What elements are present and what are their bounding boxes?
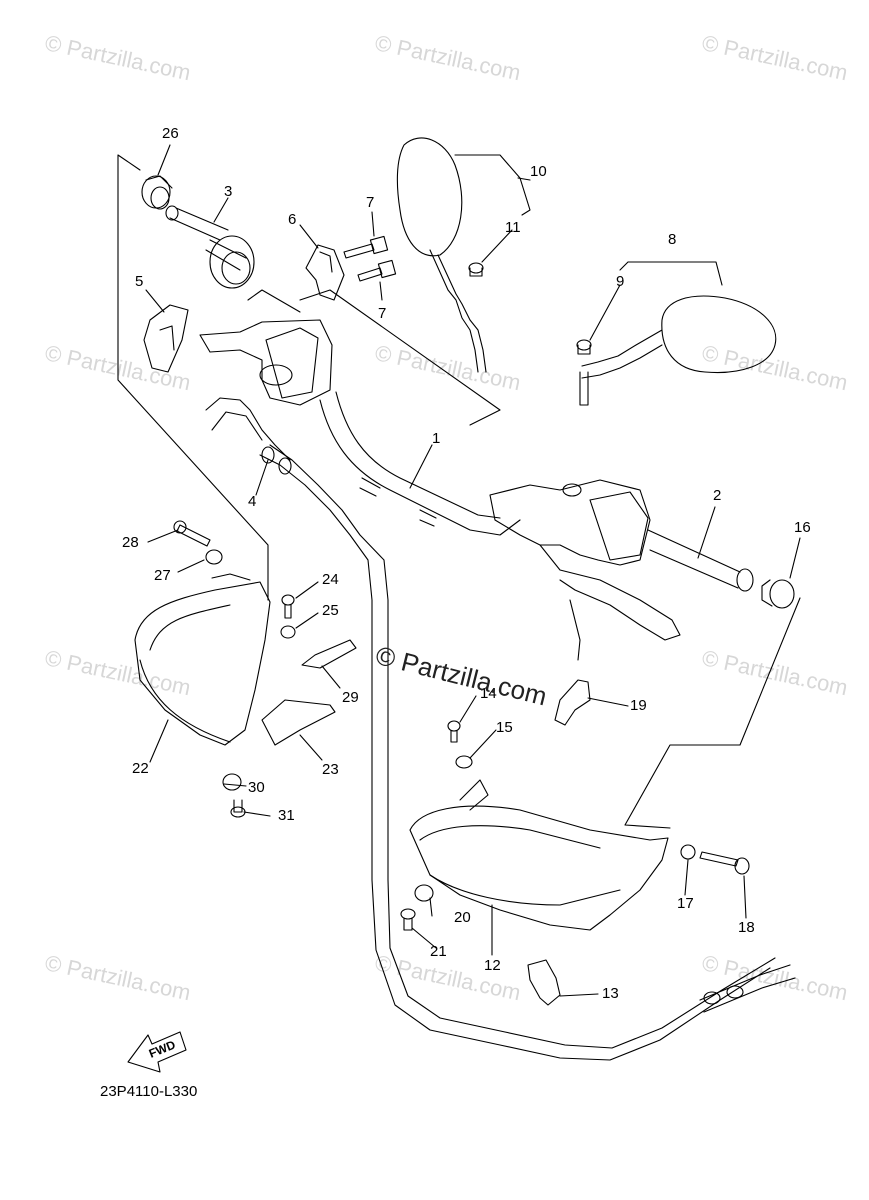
callout-4: 4 <box>248 493 257 510</box>
part-14-15-screws <box>447 720 473 769</box>
part-6-clamp <box>305 244 345 301</box>
part-2-right-grip <box>647 529 754 592</box>
callout-26: 26 <box>162 125 179 142</box>
part-1-handlebar <box>319 391 521 536</box>
diagram-code: 23P4110-L330 <box>100 1083 198 1100</box>
callout-5: 5 <box>135 273 144 290</box>
callout-3: 3 <box>224 183 233 200</box>
callout-17: 17 <box>677 895 694 912</box>
callout-7a: 7 <box>366 194 375 211</box>
callout-21: 21 <box>430 943 447 960</box>
callout-8: 8 <box>668 231 677 248</box>
part-9-mirror-nut <box>576 339 592 406</box>
callout-29: 29 <box>342 689 359 706</box>
part-3-throttle-grip <box>165 205 255 289</box>
callout-2: 2 <box>713 487 722 504</box>
part-22-left-handguard <box>134 573 271 746</box>
part-30-31-nut-screw <box>222 773 246 818</box>
cable-end-fittings <box>699 964 796 1013</box>
callout-1: 1 <box>432 430 441 447</box>
part-5-bracket <box>143 304 189 373</box>
callout-24: 24 <box>322 571 339 588</box>
callout-16: 16 <box>794 519 811 536</box>
callout-6: 6 <box>288 211 297 228</box>
callout-30: 30 <box>248 779 265 796</box>
callout-23: 23 <box>322 761 339 778</box>
part-26-grip-end <box>141 175 173 210</box>
part-19-clamp <box>554 679 591 726</box>
part-11-mirror-nut <box>468 262 484 277</box>
group-line-left <box>117 154 269 601</box>
fwd-label: FWD <box>147 1037 178 1060</box>
part-4-cable-assembly <box>205 397 776 1061</box>
part-16-grip-end <box>761 579 795 609</box>
callout-18: 18 <box>738 919 755 936</box>
part-8-right-mirror <box>581 261 777 379</box>
part-12-right-handguard <box>409 779 669 931</box>
callout-14: 14 <box>480 685 497 702</box>
callout-22: 22 <box>132 760 149 777</box>
callout-10: 10 <box>530 163 547 180</box>
callout-19: 19 <box>630 697 647 714</box>
callout-28: 28 <box>122 534 139 551</box>
callout-25: 25 <box>322 602 339 619</box>
callout-9: 9 <box>616 273 625 290</box>
part-27-28-screw-washer <box>173 520 223 565</box>
callout-12: 12 <box>484 957 501 974</box>
part-10-left-mirror <box>396 137 531 373</box>
left-switch-housing <box>199 289 333 406</box>
callout-27: 27 <box>154 567 171 584</box>
right-switch-housing <box>489 479 681 641</box>
callout-11: 11 <box>505 219 521 236</box>
group-line-top <box>299 289 501 426</box>
part-23-bracket <box>261 699 336 746</box>
part-7-screws <box>343 235 397 282</box>
callout-20: 20 <box>454 909 471 926</box>
part-17-18-nut-bolt <box>680 844 750 875</box>
callout-31: 31 <box>278 807 295 824</box>
callout-7b: 7 <box>378 305 387 322</box>
callout-15: 15 <box>496 719 513 736</box>
part-29-bracket <box>301 639 357 669</box>
part-20-21-nut-screw <box>400 884 434 931</box>
callout-13: 13 <box>602 985 619 1002</box>
part-13-bracket <box>527 959 561 1006</box>
part-24-25-screws <box>280 594 296 639</box>
right-group-line <box>569 597 801 829</box>
fwd-arrow-icon <box>127 1031 187 1073</box>
leader-lines <box>145 144 801 997</box>
